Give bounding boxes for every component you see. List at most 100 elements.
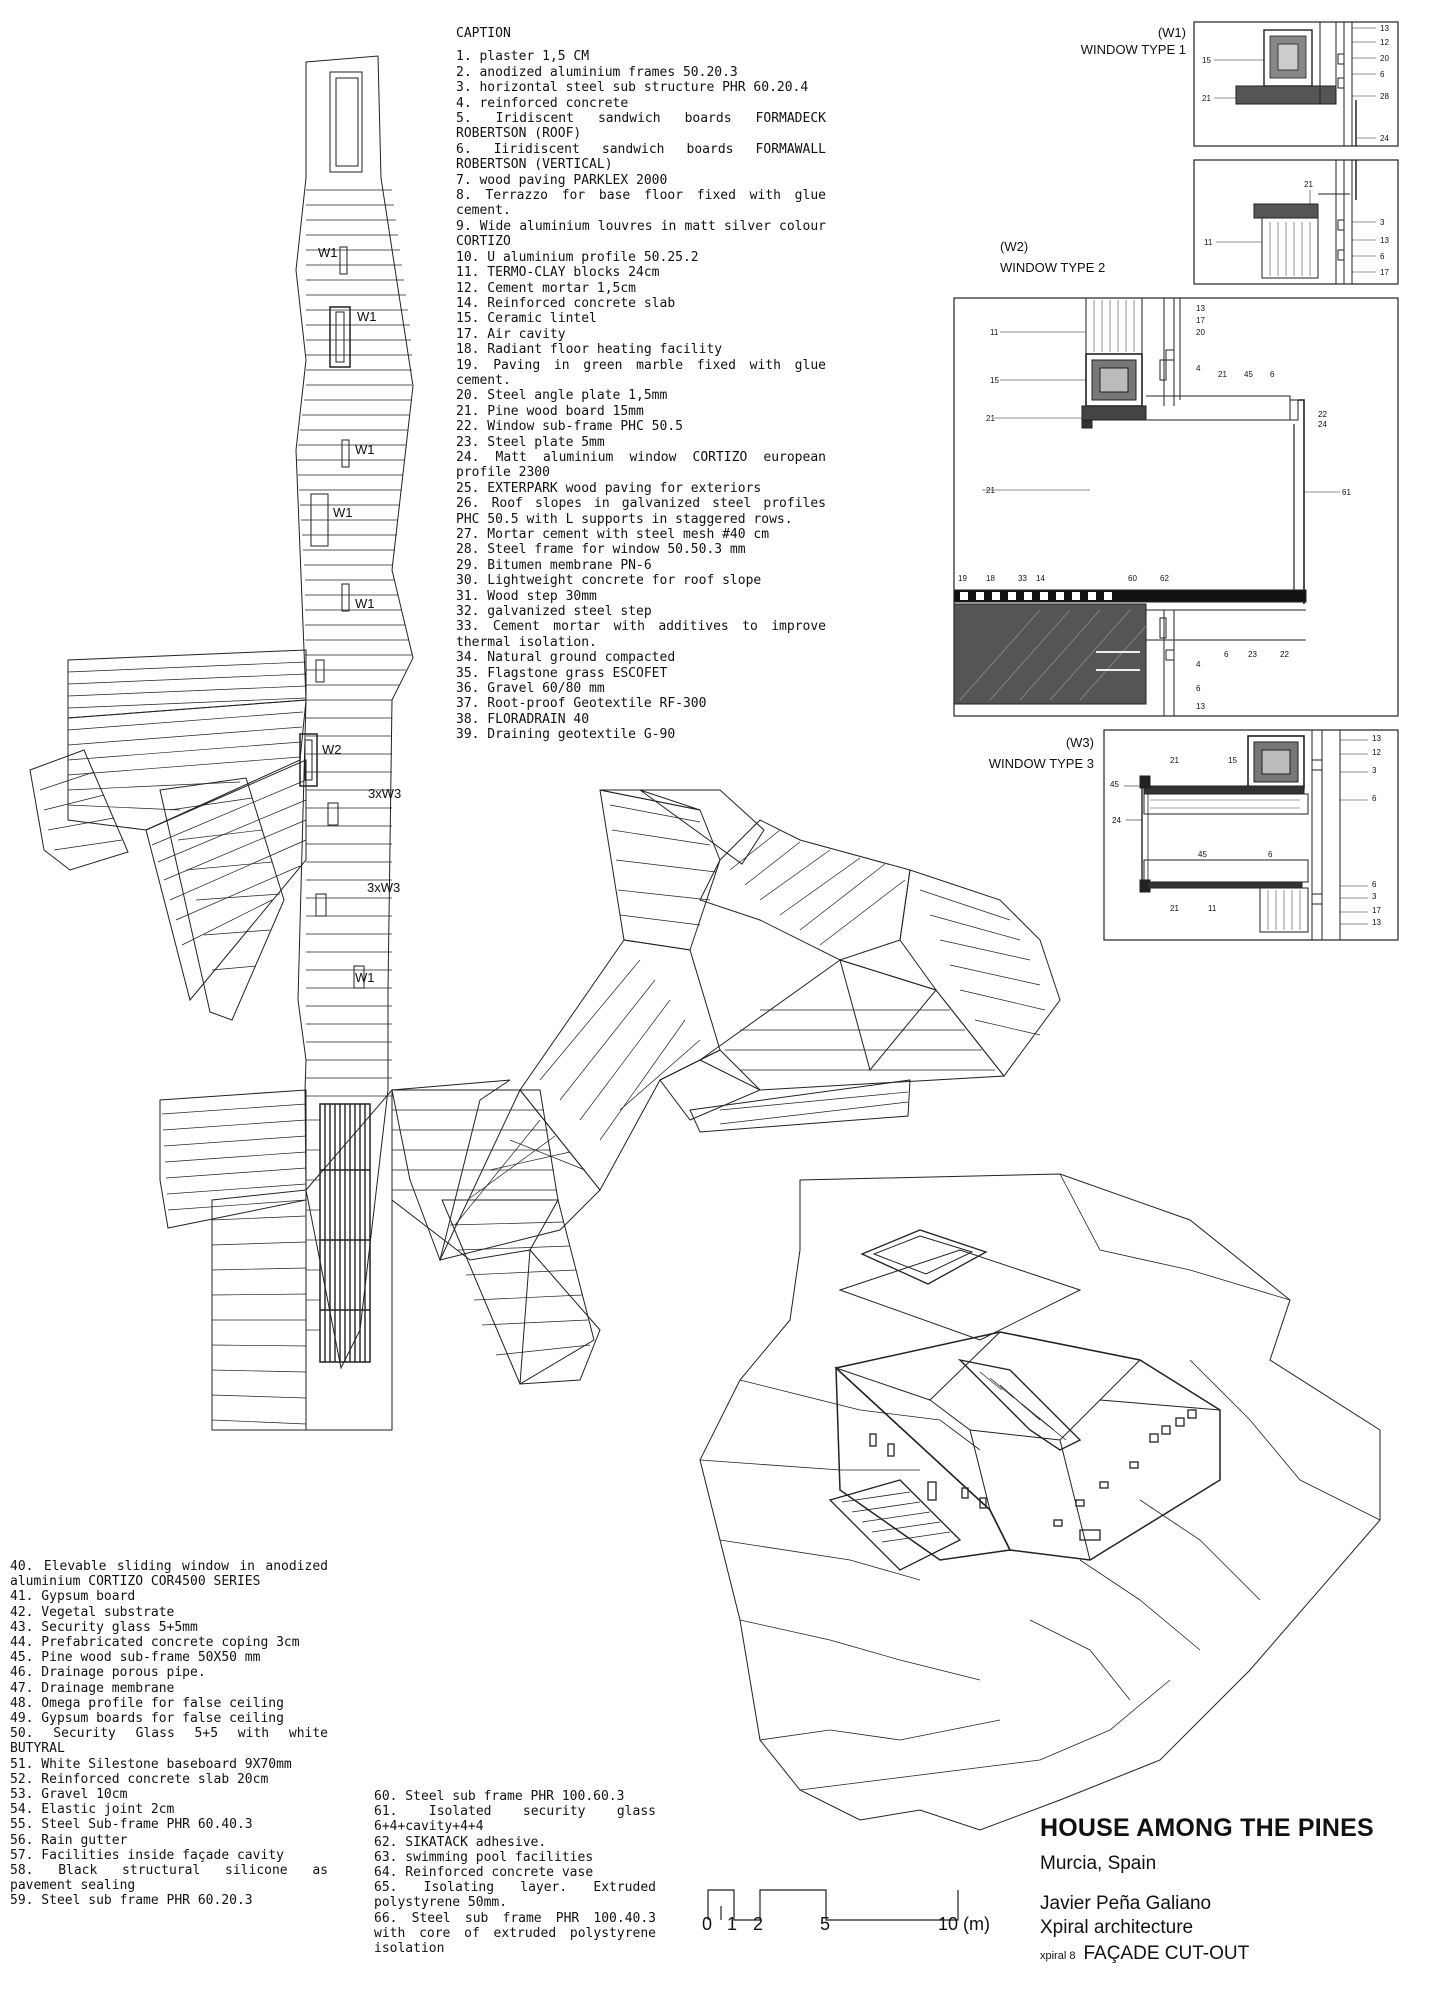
legend-item: 47. Drainage membrane <box>10 1680 175 1696</box>
caption-item: 22. Window sub-frame PHC 50.5 <box>456 419 683 435</box>
callout: 17 <box>1380 268 1389 277</box>
plan-label-w1: W1 <box>355 970 375 985</box>
callout: 3 <box>1372 892 1377 901</box>
legend-item: 40. Elevable sliding window in anodized … <box>10 1559 328 1590</box>
callout: 18 <box>986 574 995 583</box>
caption-item: 35. Flagstone grass ESCOFET <box>456 665 668 681</box>
callout: 12 <box>1372 748 1381 757</box>
callout: 6 <box>1380 70 1385 79</box>
legend-item: 43. Security glass 5+5mm <box>10 1619 198 1635</box>
detail-w2-code: (W2) <box>1000 239 1029 254</box>
callout: 4 <box>1196 364 1201 373</box>
caption-item: 11. TERMO-CLAY blocks 24cm <box>456 265 660 281</box>
callout: 15 <box>990 376 999 385</box>
axonometric-view <box>699 1173 1381 1831</box>
caption-item: 5. Iridiscent sandwich boards FORMADECK … <box>456 111 826 142</box>
caption-item: 1. plaster 1,5 CM <box>456 49 590 65</box>
callout: 21 <box>1304 180 1313 189</box>
caption-item: 6. Iiridiscent sandwich boards FORMAWALL… <box>456 141 826 173</box>
legend-left: 40. Elevable sliding window in anodized … <box>10 1559 328 1909</box>
detail-w1-name: WINDOW TYPE 1 <box>1080 42 1186 57</box>
legend-item: 64. Reinforced concrete vase <box>374 1865 594 1881</box>
scale-tick-label: 0 <box>702 1914 713 1934</box>
legend-item: 56. Rain gutter <box>10 1832 128 1848</box>
callout: 13 <box>1196 702 1205 711</box>
caption-item: 36. Gravel 60/80 mm <box>456 681 605 697</box>
callout: 21 <box>1170 756 1179 765</box>
callout: 20 <box>1380 54 1389 63</box>
plan-label-w1: W1 <box>318 245 338 260</box>
caption-item: 27. Mortar cement with steel mesh #40 cm <box>456 527 770 542</box>
caption-item: 10. U aluminium profile 50.25.2 <box>456 249 699 265</box>
scale-tick-label: 10 (m) <box>938 1914 991 1934</box>
detail-w3-name: WINDOW TYPE 3 <box>988 756 1094 771</box>
scale-bar <box>707 1889 959 1921</box>
plan-label-w1: W1 <box>355 442 375 457</box>
project-author: Javier Peña Galiano <box>1040 1893 1212 1914</box>
caption-item: 24. Matt aluminium window CORTIZO europe… <box>456 449 826 481</box>
detail-w1-title: (W1) WINDOW TYPE 1 <box>1030 24 1186 58</box>
caption-item: 33. Cement mortar with additives to impr… <box>456 619 826 650</box>
callout: 13 <box>1372 734 1381 743</box>
callout: 21 <box>986 486 995 495</box>
callout: 15 <box>1228 756 1237 765</box>
callout: 4 <box>1196 660 1201 669</box>
caption-item: 18. Radiant floor heating facility <box>456 342 723 358</box>
callout: 3 <box>1372 766 1377 775</box>
callout: 60 <box>1128 574 1137 583</box>
caption-item: 3. horizontal steel sub structure PHR 60… <box>456 80 809 96</box>
callout: 11 <box>1204 238 1213 247</box>
callout: 45 <box>1244 370 1253 379</box>
callout: 21 <box>1170 904 1179 913</box>
callout: 20 <box>1196 328 1205 337</box>
callout: 6 <box>1268 850 1273 859</box>
detail-w2-title: (W2) WINDOW TYPE 2 <box>1000 238 1180 276</box>
callout: 45 <box>1198 850 1207 859</box>
legend-item: 51. White Silestone baseboard 9X70mm <box>10 1756 292 1772</box>
callout: 21 <box>986 414 995 423</box>
callout: 6 <box>1380 252 1385 261</box>
callout: 14 <box>1036 574 1045 583</box>
plan-label-w1: W1 <box>355 596 375 611</box>
caption-item: 30. Lightweight concrete for roof slope <box>456 573 762 589</box>
detail-w3 <box>1103 729 1399 941</box>
legend-item: 53. Gravel 10cm <box>10 1787 128 1803</box>
roof-plan <box>29 55 1061 1431</box>
sheet-code: xpiral 8 <box>1040 1950 1076 1962</box>
legend-item: 62. SIKATACK adhesive. <box>374 1834 547 1850</box>
legend-item: 63. swimming pool facilities <box>374 1849 594 1865</box>
caption-item: 23. Steel plate 5mm <box>456 434 605 450</box>
legend-item: 46. Drainage porous pipe. <box>10 1665 206 1681</box>
callout: 23 <box>1248 650 1257 659</box>
detail-w2 <box>953 297 1399 717</box>
caption-item: 12. Cement mortar 1,5cm <box>456 280 637 296</box>
caption-item: 8. Terrazzo for base floor fixed with gl… <box>456 188 826 219</box>
caption-item: 34. Natural ground compacted <box>456 650 676 666</box>
callout: 22 <box>1280 650 1289 659</box>
legend-item: 42. Vegetal substrate <box>10 1604 175 1620</box>
caption-item: 9. Wide aluminium louvres in matt silver… <box>456 218 826 250</box>
caption-heading: CAPTION <box>456 26 511 41</box>
callout: 6 <box>1270 370 1275 379</box>
plan-label-w1: W1 <box>333 505 353 520</box>
callout: 45 <box>1110 780 1119 789</box>
caption-item: 14. Reinforced concrete slab <box>456 295 676 311</box>
caption-item: 7. wood paving PARKLEX 2000 <box>456 172 668 188</box>
plan-label-w2: W2 <box>322 742 342 757</box>
caption-item: 37. Root-proof Geotextile RF-300 <box>456 696 707 712</box>
legend-item: 50. Security Glass 5+5 with white BUTYRA… <box>10 1726 328 1757</box>
legend-item: 60. Steel sub frame PHR 100.60.3 <box>374 1789 625 1804</box>
callout: 61 <box>1342 488 1351 497</box>
caption-item: 26. Roof slopes in galvanized steel prof… <box>456 496 826 527</box>
legend-item: 61. Isolated security glass 6+4+cavity+4… <box>374 1804 656 1835</box>
callout: 33 <box>1018 574 1027 583</box>
caption-item: 15. Ceramic lintel <box>456 311 597 327</box>
callout: 17 <box>1372 906 1381 915</box>
detail-w3-title: (W3) WINDOW TYPE 3 <box>946 734 1094 772</box>
callout: 21 <box>1202 94 1211 103</box>
caption-item: 4. reinforced concrete <box>456 95 629 111</box>
callout: 11 <box>1208 904 1217 913</box>
callout: 11 <box>990 328 999 337</box>
caption-item: 25. EXTERPARK wood paving for exteriors <box>456 480 762 496</box>
